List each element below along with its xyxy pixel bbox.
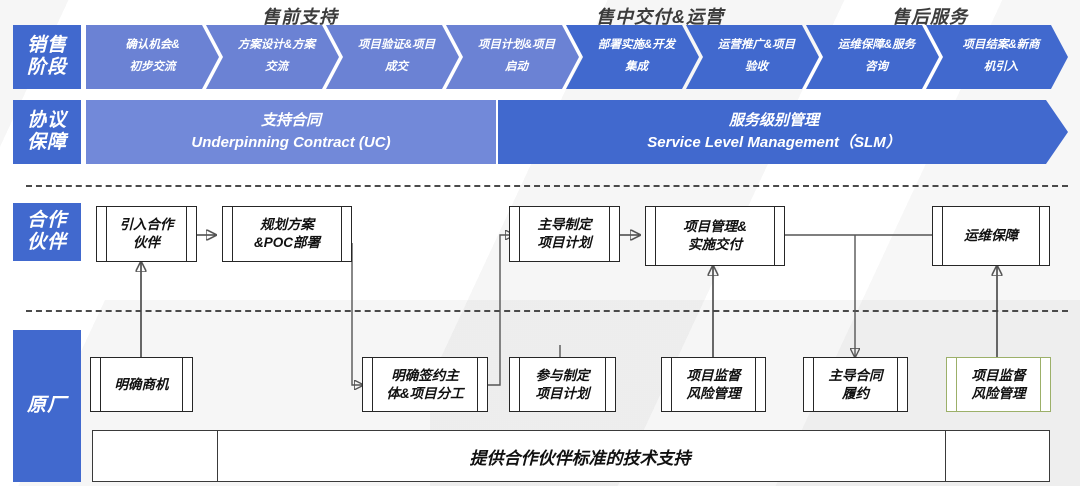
stage-chevron-2[interactable]: 方案设计&方案交流 [206, 25, 339, 89]
row-label-sales-stage: 销售阶段 [13, 25, 81, 89]
stage-chevron-5-label: 部署实施&开发集成 [597, 39, 676, 73]
process-side-bar-left [942, 207, 943, 265]
stage-chevron-6[interactable]: 运营推广&项目验收 [686, 25, 819, 89]
row-label-sales-stage-text: 销售阶段 [26, 34, 67, 78]
support-bar[interactable]: 提供合作伙伴标准的技术支持 [92, 430, 1050, 482]
agreement-bar-slm-label: 服务级别管理 Service Level Management（SLM） [647, 112, 901, 151]
partner-box-1[interactable]: 引入合作伙伴 [96, 206, 197, 262]
vendor-box-4-label: 项目监督风险管理 [686, 367, 741, 401]
divider-partner-top [26, 185, 1068, 187]
vendor-box-5[interactable]: 主导合同履约 [803, 357, 908, 412]
process-side-bar-left [372, 358, 373, 411]
stage-chevron-1-label: 确认机会&初步交流 [125, 39, 180, 73]
partner-box-4[interactable]: 项目管理&实施交付 [645, 206, 785, 266]
row-label-vendor-text: 原厂 [26, 394, 67, 416]
agreement-bar-uc-label: 支持合同 Underpinning Contract (UC) [191, 112, 391, 151]
process-side-bar-right [897, 358, 898, 411]
process-side-bar-left [956, 358, 957, 411]
phase-caption-aftersales: 售后服务 [892, 7, 968, 27]
process-side-bar-right [1040, 358, 1041, 411]
process-side-bar-left [655, 207, 656, 265]
partner-box-3-label: 主导制定项目计划 [537, 217, 592, 250]
stage-chevron-3-label: 项目验证&项目成交 [357, 39, 436, 73]
phase-caption-presales: 售前支持 [262, 7, 338, 27]
stage-chevron-7[interactable]: 运维保障&服务咨询 [806, 25, 939, 89]
process-side-bar-left [106, 207, 107, 261]
partner-box-4-label: 项目管理&实施交付 [683, 219, 747, 252]
process-side-bar-right [341, 207, 342, 261]
process-side-bar-left [813, 358, 814, 411]
process-side-bar-right [182, 358, 183, 411]
support-bar-label: 提供合作伙伴标准的技术支持 [469, 448, 691, 468]
process-side-bar-right [186, 207, 187, 261]
process-side-bar-left [671, 358, 672, 411]
stage-chevron-4[interactable]: 项目计划&项目启动 [446, 25, 579, 89]
vendor-box-3[interactable]: 参与制定项目计划 [509, 357, 616, 412]
partner-box-1-label: 引入合作伙伴 [119, 217, 174, 250]
stage-chevron-3[interactable]: 项目验证&项目成交 [326, 25, 459, 89]
partner-box-5[interactable]: 运维保障 [932, 206, 1050, 266]
vendor-box-1-label: 明确商机 [114, 376, 169, 392]
row-label-agreement-text: 协议保障 [26, 109, 67, 153]
stage-chevron-2-label: 方案设计&方案交流 [237, 39, 316, 73]
process-side-bar-left [232, 207, 233, 261]
process-side-bar-right [477, 358, 478, 411]
agreement-bar-uc[interactable]: 支持合同 Underpinning Contract (UC) [86, 100, 496, 164]
process-side-bar-left [519, 358, 520, 411]
row-label-partner-text: 合作伙伴 [26, 209, 67, 253]
process-side-bar-right [755, 358, 756, 411]
vendor-box-6[interactable]: 项目监督风险管理 [946, 357, 1051, 412]
vendor-box-3-label: 参与制定项目计划 [535, 367, 590, 401]
vendor-box-4[interactable]: 项目监督风险管理 [661, 357, 766, 412]
stage-chevron-4-label: 项目计划&项目启动 [477, 39, 556, 73]
partner-box-5-label: 运维保障 [964, 228, 1018, 244]
stage-chevron-1[interactable]: 确认机会&初步交流 [86, 25, 219, 89]
partner-box-2-label: 规划方案&POC部署 [253, 217, 320, 250]
vendor-box-5-label: 主导合同履约 [828, 367, 883, 401]
phase-caption-delivery: 售中交付&运营 [596, 7, 724, 27]
divider-vendor-top [26, 310, 1068, 312]
row-label-agreement: 协议保障 [13, 100, 81, 164]
agreement-bar-slm[interactable]: 服务级别管理 Service Level Management（SLM） [498, 100, 1068, 164]
process-side-bar-left [100, 358, 101, 411]
process-side-bar-right [605, 358, 606, 411]
row-label-vendor: 原厂 [13, 330, 81, 482]
stage-chevron-8-label: 项目结案&新商机引入 [962, 39, 1040, 73]
process-side-bar-left [519, 207, 520, 261]
stage-chevron-7-label: 运维保障&服务咨询 [837, 39, 916, 73]
vendor-box-2-label: 明确签约主体&项目分工 [386, 367, 464, 401]
vendor-box-2[interactable]: 明确签约主体&项目分工 [362, 357, 488, 412]
process-side-bar-right [774, 207, 775, 265]
vendor-box-6-label: 项目监督风险管理 [971, 367, 1026, 401]
row-label-partner: 合作伙伴 [13, 203, 81, 261]
support-bar-divider-left [217, 431, 218, 481]
vendor-box-1[interactable]: 明确商机 [90, 357, 193, 412]
support-bar-divider-right [945, 431, 946, 481]
partner-box-2[interactable]: 规划方案&POC部署 [222, 206, 352, 262]
process-side-bar-right [1039, 207, 1040, 265]
stage-chevron-8[interactable]: 项目结案&新商机引入 [926, 25, 1068, 89]
stage-chevron-6-label: 运营推广&项目验收 [717, 39, 796, 73]
process-side-bar-right [609, 207, 610, 261]
partner-box-3[interactable]: 主导制定项目计划 [509, 206, 620, 262]
stage-chevron-5[interactable]: 部署实施&开发集成 [566, 25, 699, 89]
